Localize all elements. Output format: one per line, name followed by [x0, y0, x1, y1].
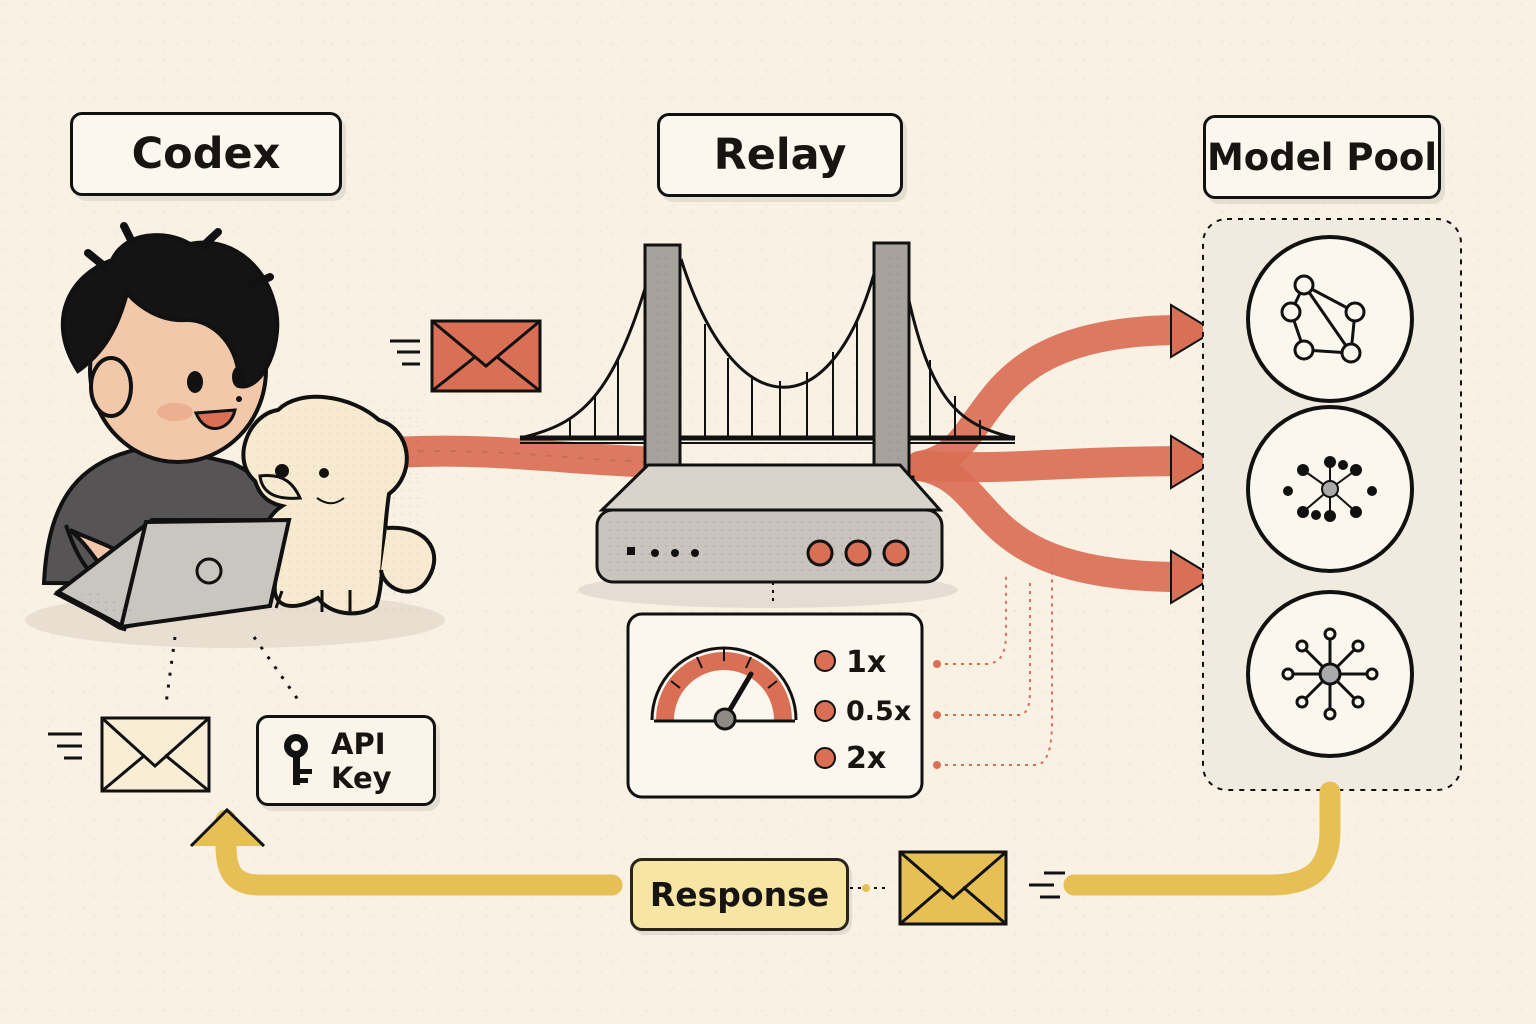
- request-flow-arrow: [386, 435, 666, 478]
- relay-to-models-arrows: [905, 303, 1216, 605]
- orange-envelope-icon: [390, 319, 542, 393]
- request-envelope-icon: [48, 716, 211, 793]
- cluster-network-icon: [1283, 456, 1377, 522]
- response-return-arrow: [189, 781, 1341, 899]
- dog-icon: [241, 394, 437, 616]
- laptop-icon: [53, 517, 292, 632]
- speed-control-panel: [626, 612, 924, 799]
- model-pool-title: Model Pool: [1203, 115, 1441, 199]
- router-icon: [595, 463, 944, 603]
- model-pool-container: [1202, 218, 1462, 791]
- key-icon: [284, 733, 312, 785]
- pentagon-network-icon: [1280, 274, 1366, 364]
- speed-routing-lines: [933, 555, 1053, 769]
- codex-title: Codex: [70, 112, 342, 196]
- response-label: Response: [630, 858, 849, 931]
- star-network-icon: [1281, 627, 1379, 721]
- relay-title: Relay: [657, 113, 903, 197]
- speed-option-0-5x: 0.5x: [846, 696, 912, 727]
- response-envelope-icon: [898, 850, 1008, 926]
- speed-option-2x: 2x: [846, 741, 887, 776]
- api-key-text: API Key: [331, 726, 392, 795]
- api-key-label: API Key: [256, 715, 436, 806]
- speed-option-1x: 1x: [846, 645, 887, 680]
- laptop-connection-lines: [164, 636, 303, 705]
